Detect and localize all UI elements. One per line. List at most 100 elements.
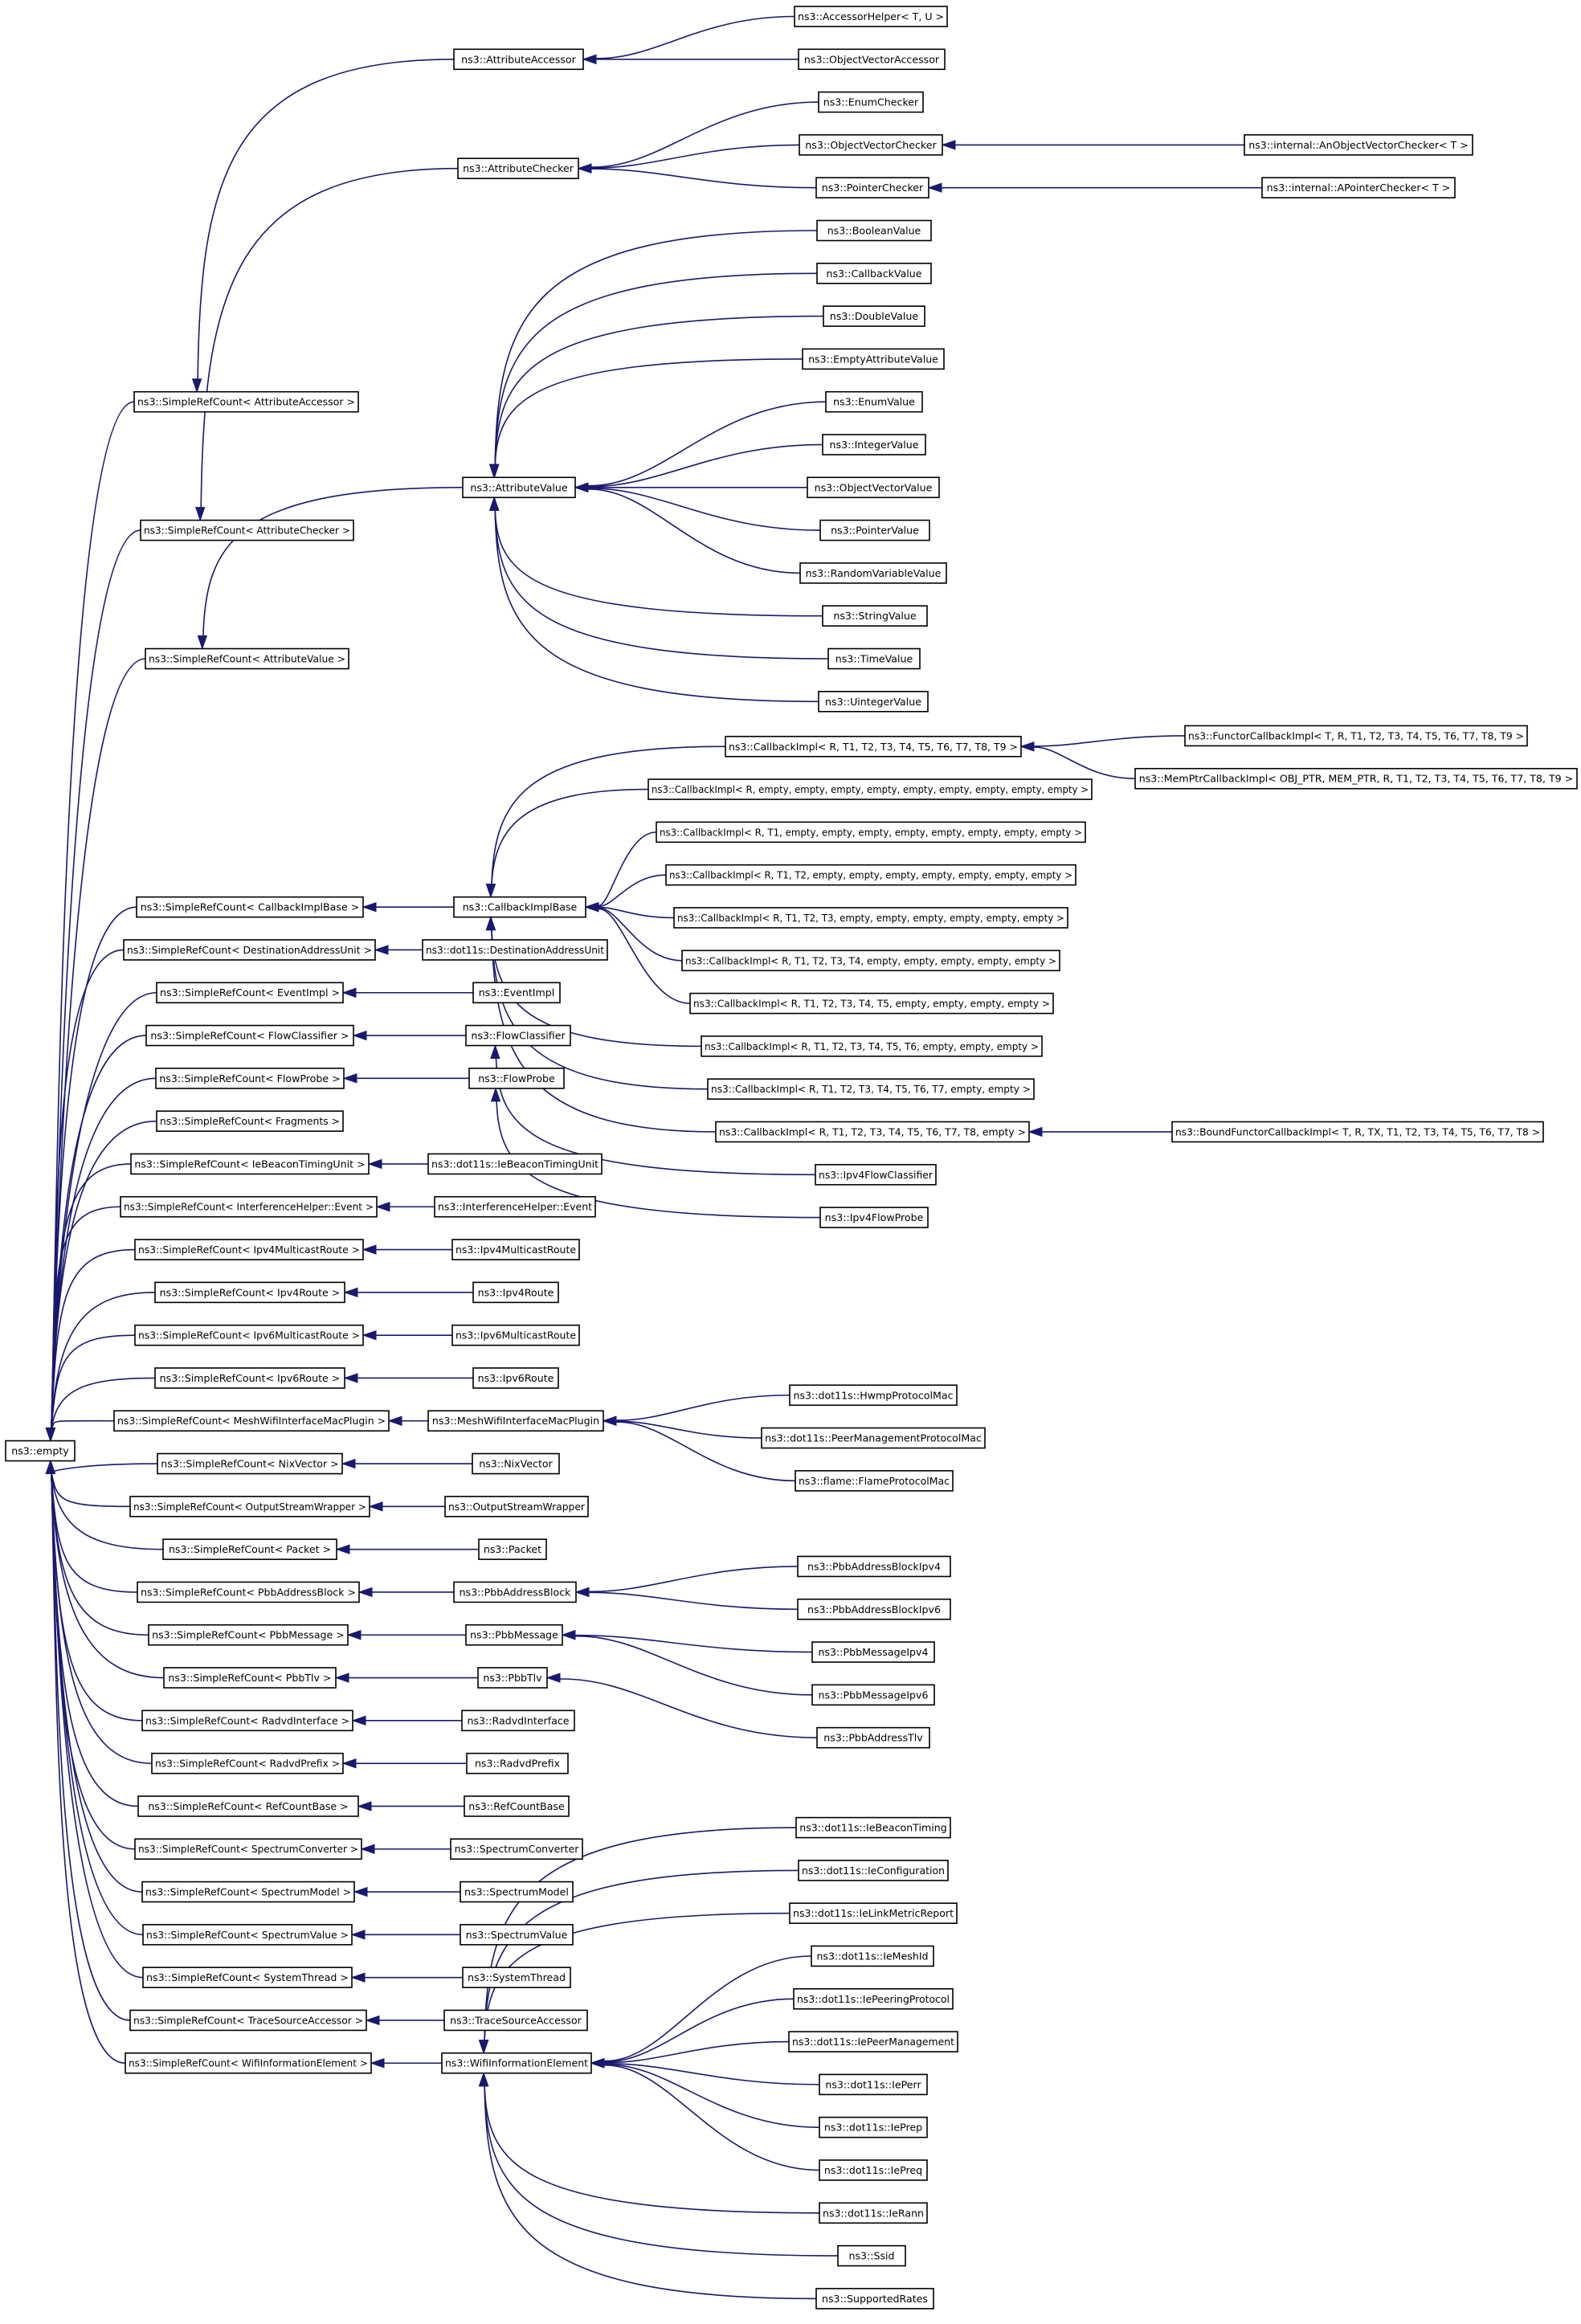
class-node-pab6[interactable]: ns3::PbbAddressBlockIpv6 [797, 1598, 951, 1620]
class-node-attr-acc[interactable]: ns3::AttributeAccessor [453, 48, 584, 71]
class-node-v-empty[interactable]: ns3::EmptyAttributeValue [802, 348, 945, 370]
class-node-i4mr[interactable]: ns3::Ipv4MulticastRoute [451, 1239, 580, 1260]
class-node-src-sc[interactable]: ns3::SimpleRefCount< SpectrumConverter > [134, 1838, 362, 1860]
class-node-ssid[interactable]: ns3::Ssid [837, 2244, 906, 2267]
class-node-flame[interactable]: ns3::flame::FlameProtocolMac [795, 1470, 954, 1492]
class-node-attr-chk[interactable]: ns3::AttributeChecker [457, 157, 579, 180]
class-node-ci5[interactable]: ns3::CallbackImpl< R, T1, T2, T3, T4, T5… [689, 992, 1054, 1015]
class-node-src-i4mr[interactable]: ns3::SimpleRefCount< Ipv4MulticastRoute … [134, 1239, 364, 1260]
class-node-src-evi[interactable]: ns3::SimpleRefCount< EventImpl > [156, 982, 344, 1004]
class-node-cib[interactable]: ns3::CallbackImplBase [453, 896, 586, 918]
class-node-sc[interactable]: ns3::SpectrumConverter [450, 1838, 583, 1860]
class-node-pm6[interactable]: ns3::PbbMessageIpv6 [811, 1684, 935, 1706]
class-node-ie-rann[interactable]: ns3::dot11s::IeRann [819, 2202, 928, 2224]
class-node-ie-cfg[interactable]: ns3::dot11s::IeConfiguration [798, 1860, 949, 1881]
class-node-rdi[interactable]: ns3::RadvdInterface [461, 1709, 575, 1732]
class-node-ie-pp[interactable]: ns3::dot11s::IePeeringProtocol [793, 1987, 954, 2010]
class-node-src-pm[interactable]: ns3::SimpleRefCount< PbbMessage > [148, 1624, 349, 1646]
class-node-src-ptlv[interactable]: ns3::SimpleRefCount< PbbTlv > [163, 1667, 337, 1689]
class-node-ci6[interactable]: ns3::CallbackImpl< R, T1, T2, T3, T4, T5… [701, 1035, 1043, 1057]
class-node-hwmp[interactable]: ns3::dot11s::HwmpProtocolMac [789, 1384, 958, 1407]
class-node-pkt[interactable]: ns3::Packet [478, 1538, 547, 1560]
class-node-ci8[interactable]: ns3::CallbackImpl< R, T1, T2, T3, T4, T5… [715, 1121, 1030, 1143]
class-node-ci9[interactable]: ns3::CallbackImpl< R, T1, T2, T3, T4, T5… [725, 735, 1022, 758]
class-node-ci3[interactable]: ns3::CallbackImpl< R, T1, T2, T3, empty,… [673, 907, 1068, 929]
class-node-rdp[interactable]: ns3::RadvdPrefix [466, 1752, 569, 1775]
class-node-i6mr[interactable]: ns3::Ipv6MulticastRoute [451, 1324, 580, 1346]
class-node-ci2[interactable]: ns3::CallbackImpl< R, T1, T2, empty, emp… [665, 864, 1076, 886]
class-node-src-st[interactable]: ns3::SimpleRefCount< SystemThread > [142, 1967, 353, 1988]
class-node-ci4[interactable]: ns3::CallbackImpl< R, T1, T2, T3, T4, em… [681, 950, 1060, 972]
class-node-ie-bt[interactable]: ns3::dot11s::IeBeaconTiming [795, 1816, 951, 1839]
class-node-wie[interactable]: ns3::WifiInformationElement [441, 2052, 592, 2074]
class-node-src-frag[interactable]: ns3::SimpleRefCount< Fragments > [156, 1110, 344, 1132]
class-node-src-i6mr[interactable]: ns3::SimpleRefCount< Ipv6MulticastRoute … [134, 1324, 364, 1346]
class-node-sv[interactable]: ns3::SpectrumValue [460, 1924, 574, 1946]
class-node-src-rdi[interactable]: ns3::SimpleRefCount< RadvdInterface > [141, 1709, 353, 1732]
class-node-memptr-ci[interactable]: ns3::MemPtrCallbackImpl< OBJ_PTR, MEM_PT… [1134, 767, 1578, 790]
class-node-st[interactable]: ns3::SystemThread [462, 1967, 571, 1988]
class-node-pm[interactable]: ns3::PbbMessage [465, 1624, 563, 1646]
class-node-ci0[interactable]: ns3::CallbackImpl< R, empty, empty, empt… [648, 778, 1093, 800]
class-node-src-i6r[interactable]: ns3::SimpleRefCount< Ipv6Route > [154, 1367, 345, 1389]
class-node-ie-mid[interactable]: ns3::dot11s::IeMeshId [811, 1945, 934, 1967]
class-node-src-fp[interactable]: ns3::SimpleRefCount< FlowProbe > [155, 1068, 345, 1089]
class-node-enum-chk[interactable]: ns3::EnumChecker [818, 91, 924, 113]
class-node-src-pab[interactable]: ns3::SimpleRefCount< PbbAddressBlock > [137, 1581, 360, 1603]
class-node-ptlv[interactable]: ns3::PbbTlv [477, 1667, 548, 1689]
class-node-src-val[interactable]: ns3::SimpleRefCount< AttributeValue > [145, 647, 349, 670]
class-node-sm[interactable]: ns3::SpectrumModel [460, 1881, 574, 1903]
class-node-mesh[interactable]: ns3::MeshWifiInterfaceMacPlugin [427, 1410, 604, 1432]
class-node-src-sm[interactable]: ns3::SimpleRefCount< SpectrumModel > [141, 1881, 355, 1903]
class-node-ci7[interactable]: ns3::CallbackImpl< R, T1, T2, T3, T4, T5… [707, 1078, 1035, 1100]
class-node-ipv4-fp[interactable]: ns3::Ipv4FlowProbe [819, 1207, 929, 1228]
class-node-v-bool[interactable]: ns3::BooleanValue [816, 219, 932, 242]
class-node-v-int[interactable]: ns3::IntegerValue [822, 434, 926, 455]
class-node-src-i4r[interactable]: ns3::SimpleRefCount< Ipv4Route > [154, 1281, 345, 1304]
class-node-empty[interactable]: ns3::empty [5, 1440, 76, 1462]
class-node-ie-pm[interactable]: ns3::dot11s::IePeerManagement [788, 2031, 958, 2052]
class-node-ihe[interactable]: ns3::InterferenceHelper::Event [434, 1195, 596, 1218]
class-node-src-wie[interactable]: ns3::SimpleRefCount< WifiInformationElem… [125, 2052, 372, 2074]
class-node-ie-perr[interactable]: ns3::dot11s::IePerr [819, 2073, 928, 2096]
class-node-src-cib[interactable]: ns3::SimpleRefCount< CallbackImplBase > [136, 896, 364, 918]
class-node-peer-mgmt[interactable]: ns3::dot11s::PeerManagementProtocolMac [761, 1427, 986, 1449]
class-node-fc[interactable]: ns3::FlowClassifier [465, 1024, 571, 1047]
class-node-evi[interactable]: ns3::EventImpl [472, 982, 561, 1004]
class-node-src-sv[interactable]: ns3::SimpleRefCount< SpectrumValue > [142, 1924, 353, 1946]
class-node-pm4[interactable]: ns3::PbbMessageIpv4 [811, 1641, 935, 1663]
class-node-osw[interactable]: ns3::OutputStreamWrapper [444, 1496, 589, 1517]
class-node-src-nix[interactable]: ns3::SimpleRefCount< NixVector > [157, 1452, 343, 1475]
class-node-src-chk[interactable]: ns3::SimpleRefCount< AttributeChecker > [140, 519, 354, 541]
class-node-tsa[interactable]: ns3::TraceSourceAccessor [443, 2009, 588, 2032]
class-node-ie-preq[interactable]: ns3::dot11s::IePreq [819, 2159, 928, 2181]
class-node-iebt[interactable]: ns3::dot11s::IeBeaconTimingUnit [427, 1153, 603, 1175]
class-node-src-mesh[interactable]: ns3::SimpleRefCount< MeshWifiInterfaceMa… [113, 1410, 390, 1432]
class-node-ptr-chk[interactable]: ns3::PointerChecker [815, 177, 929, 198]
class-node-sup-rates[interactable]: ns3::SupportedRates [815, 2288, 934, 2310]
class-node-v-cb[interactable]: ns3::CallbackValue [816, 262, 932, 284]
class-node-src-pkt[interactable]: ns3::SimpleRefCount< Packet > [162, 1538, 337, 1560]
class-node-attr-val[interactable]: ns3::AttributeValue [462, 476, 576, 499]
class-node-src-tsa[interactable]: ns3::SimpleRefCount< TraceSourceAccessor… [129, 2009, 367, 2032]
class-node-ie-lmr[interactable]: ns3::dot11s::IeLinkMetricReport [789, 1902, 958, 1924]
class-node-nix[interactable]: ns3::NixVector [472, 1452, 560, 1475]
class-node-ov-acc[interactable]: ns3::ObjectVectorAccessor [798, 48, 946, 71]
class-node-src-acc[interactable]: ns3::SimpleRefCount< AttributeAccessor > [133, 390, 359, 413]
class-node-acc-helper[interactable]: ns3::AccessorHelper< T, U > [794, 6, 948, 27]
class-node-a-ptr-chk[interactable]: ns3::internal::APointerChecker< T > [1261, 177, 1456, 198]
class-node-pab[interactable]: ns3::PbbAddressBlock [453, 1581, 577, 1603]
class-node-ci1[interactable]: ns3::CallbackImpl< R, T1, empty, empty, … [656, 821, 1086, 843]
class-node-v-ptr[interactable]: ns3::PointerValue [819, 519, 930, 541]
class-node-an-ov-chk[interactable]: ns3::internal::AnObjectVectorChecker< T … [1244, 134, 1473, 156]
class-node-ipv4-fc[interactable]: ns3::Ipv4FlowClassifier [815, 1163, 937, 1186]
class-node-ie-prep[interactable]: ns3::dot11s::IePrep [819, 2116, 928, 2138]
class-node-dau[interactable]: ns3::dot11s::DestinationAddressUnit [422, 939, 608, 961]
class-node-src-iebt[interactable]: ns3::SimpleRefCount< IeBeaconTimingUnit … [130, 1153, 370, 1175]
class-node-src-dau[interactable]: ns3::SimpleRefCount< DestinationAddressU… [123, 939, 376, 961]
class-node-rcb[interactable]: ns3::RefCountBase [464, 1795, 570, 1817]
class-node-ov-chk[interactable]: ns3::ObjectVectorChecker [799, 134, 943, 156]
class-node-i6r[interactable]: ns3::Ipv6Route [472, 1367, 559, 1389]
class-node-v-time[interactable]: ns3::TimeValue [827, 647, 921, 670]
class-node-v-enum[interactable]: ns3::EnumValue [825, 390, 923, 413]
